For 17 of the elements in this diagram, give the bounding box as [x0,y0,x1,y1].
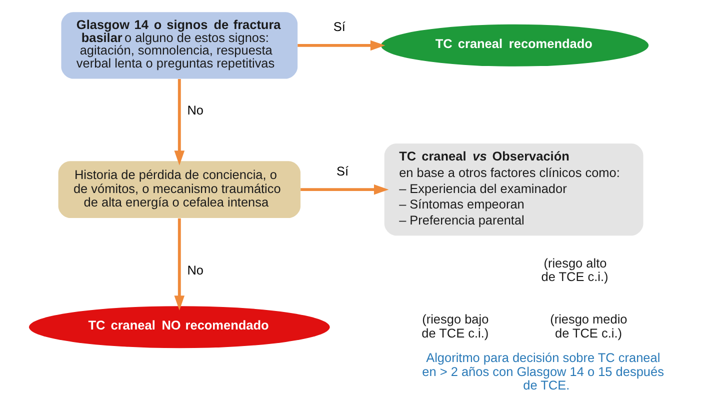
edge-label: No [186,102,204,118]
edge-label: No [186,262,204,278]
arrow [174,79,184,166]
node-box: TC craneal vs Observación en base a otros factores clínicos como: – Experiencia del examinador – Síntomas empeoran – Preferencia parental [384,143,643,236]
caption: Algoritmo para decisión sobre TC craneal en > 2 años con Glasgow 14 o 15 después de TCE. [422,350,664,392]
arrow [297,40,385,51]
node-ellipse: TC craneal recomendado [380,24,648,66]
arrow [174,218,184,310]
label: (riesgo bajo de TCE c.i.) [421,312,488,340]
arrow [300,184,388,195]
edge-label: Sí [332,19,345,34]
node-box: Historia de pérdida de conciencia, o de vómitos, o mecanismo traumático de alta energía o cefalea intensa [58,161,300,218]
node-box: Glasgow 14 o signos de fractura basilar o alguno de estos signos: agitación, somnolencia, respuesta verbal lenta o preguntas repetitivas [60,12,298,79]
node-ellipse: TC craneal NO recomendado [28,306,330,348]
label: (riesgo alto de TCE c.i.) [540,255,608,284]
label: (riesgo medio de TCE c.i.) [550,312,627,340]
edge-label: Sí [336,163,348,178]
